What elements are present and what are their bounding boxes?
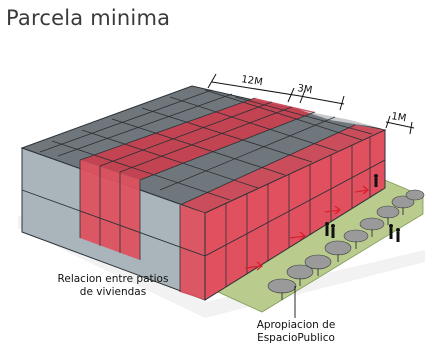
ground-shadow: [18, 215, 425, 318]
dim-3m-label: 3M: [297, 83, 314, 96]
espacio-line-1: Apropiacion de: [256, 319, 336, 331]
dim-1m-label: 1M: [391, 111, 408, 124]
patios-annotation: Relacion entre patios de viviendas: [38, 273, 188, 299]
patios-line-2: de viviendas: [79, 286, 147, 298]
tree-trunks: [281, 207, 404, 300]
front-left-face: [21, 147, 206, 301]
front-right-face: [204, 129, 386, 301]
page-title: Parcela minima: [6, 6, 171, 30]
patios-line-1: Relacion entre patios: [57, 273, 169, 285]
block-roof: [20, 85, 387, 214]
dim-12m-label: 12M: [241, 74, 264, 88]
dimension-lines: [207, 73, 415, 135]
espacio-annotation: Apropiacion de EspacioPublico: [240, 319, 352, 345]
appropriation-arrows: [244, 185, 370, 271]
people-silhouettes: [325, 174, 400, 242]
espacio-line-2: EspacioPublico: [257, 332, 335, 344]
street-trees: [267, 189, 425, 294]
